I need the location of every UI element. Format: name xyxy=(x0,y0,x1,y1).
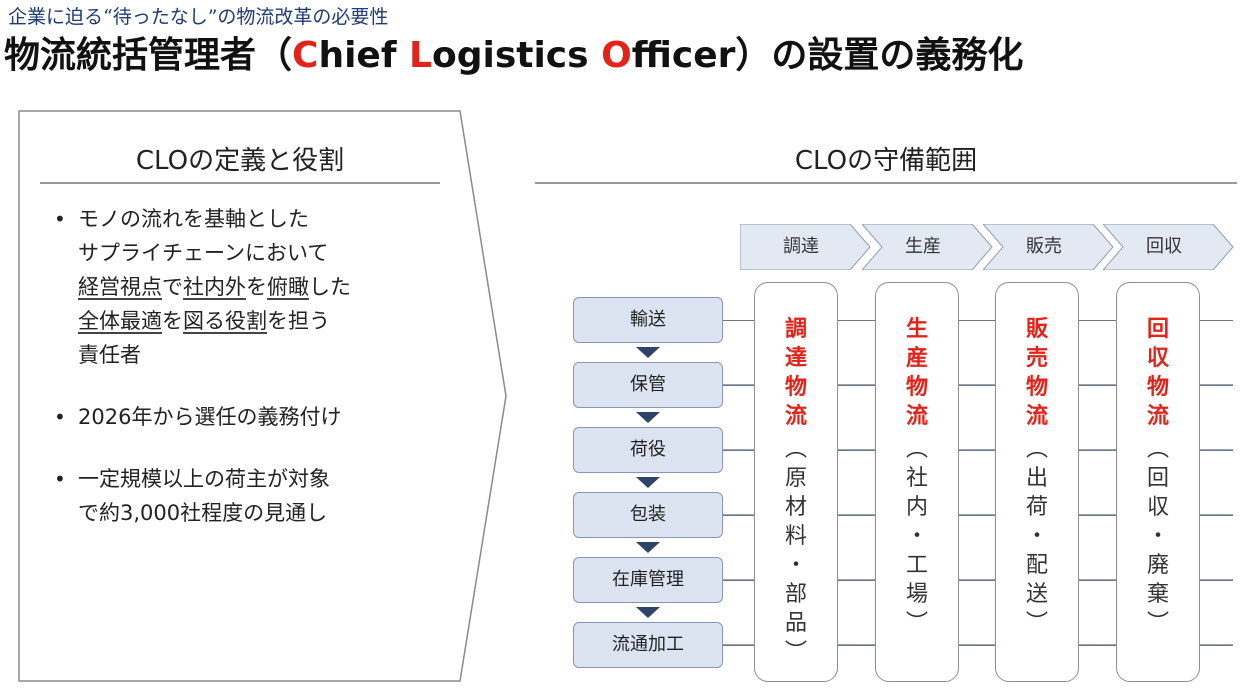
column-title: 生産物流 xyxy=(905,317,928,429)
column-detail: ︵出荷・配送︶ xyxy=(1025,437,1048,636)
bullet-role-line3: 経営視点で社内外を俯瞰した xyxy=(78,270,468,304)
grid-line xyxy=(723,449,1233,450)
emphasis-total-optimization: 全体最適 xyxy=(78,309,162,333)
grid-line xyxy=(723,514,1233,515)
bullet-role-line4: 全体最適を図る役割を担う xyxy=(78,304,468,338)
grid-line xyxy=(723,580,1233,581)
column-detail: ︵回収・廃棄︶ xyxy=(1146,437,1169,636)
page-subtitle: 企業に迫る“待ったなし”の物流改革の必要性 xyxy=(8,6,389,28)
bullet-role: モノの流れを基軸とした サプライチェーンにおいて 経営視点で社内外を俯瞰した 全… xyxy=(48,202,468,372)
title-word-hief: hief xyxy=(318,35,410,76)
stage-label: 調達 xyxy=(783,236,819,257)
text-wo2: を xyxy=(162,309,183,333)
flow-down-arrow-icon xyxy=(636,542,660,553)
function-box: 保管 xyxy=(573,362,723,408)
bullet-role-line1: モノの流れを基軸とした xyxy=(78,207,309,231)
stage-chevron: 生産 xyxy=(862,224,994,270)
flow-down-arrow-icon xyxy=(636,347,660,358)
text-shita: した xyxy=(309,275,351,299)
column-title: 回収物流 xyxy=(1146,317,1169,429)
text-de: で xyxy=(162,275,183,299)
grid-line xyxy=(723,579,1233,580)
column-title: 調達物流 xyxy=(784,317,807,429)
stage-chevron: 回収 xyxy=(1103,224,1235,270)
bullet-scope-line1: 一定規模以上の荷主が対象 xyxy=(78,467,330,491)
title-prefix: 物流統括管理者（ xyxy=(4,35,293,76)
function-box: 流通加工 xyxy=(573,622,723,668)
logistics-column: 生産物流 ︵社内・工場︶ xyxy=(875,282,959,682)
text-ninau: を担う xyxy=(267,309,330,333)
emphasis-overview: 俯瞰 xyxy=(267,275,309,299)
emphasis-inside-outside: 社内外 xyxy=(183,275,246,299)
stage-chevron: 調達 xyxy=(740,224,872,270)
title-word-ogistics: ogistics xyxy=(431,35,602,76)
stage-label: 販売 xyxy=(1026,236,1062,257)
page-title: 物流統括管理者（Chief Logistics Officer）の設置の義務化 xyxy=(4,26,1023,78)
logistics-column: 販売物流 ︵出荷・配送︶ xyxy=(995,282,1079,682)
title-letter-l: L xyxy=(409,35,432,76)
definition-bullet-list: モノの流れを基軸とした サプライチェーンにおいて 経営視点で社内外を俯瞰した 全… xyxy=(48,202,468,558)
column-detail: ︵社内・工場︶ xyxy=(905,437,928,636)
grid-line xyxy=(723,450,1233,451)
grid-line xyxy=(723,385,1233,386)
title-suffix: ）の設置の義務化 xyxy=(735,35,1024,76)
column-detail: ︵原材料・部品︶ xyxy=(784,437,807,665)
column-title: 販売物流 xyxy=(1025,317,1048,429)
emphasis-role: 図る役割 xyxy=(183,309,267,333)
grid-line xyxy=(723,384,1233,385)
bullet-scope: 一定規模以上の荷主が対象 で約3,000社程度の見通し xyxy=(48,462,468,530)
stage-label: 生産 xyxy=(905,236,941,257)
logistics-column: 調達物流 ︵原材料・部品︶ xyxy=(754,282,838,682)
heading-divider xyxy=(40,182,440,184)
stage-label: 回収 xyxy=(1146,236,1182,257)
emphasis-management-view: 経営視点 xyxy=(78,275,162,299)
clo-scope-heading: CLOの守備範囲 xyxy=(794,146,978,176)
clo-definition-panel: CLOの定義と役割 モノの流れを基軸とした サプライチェーンにおいて 経営視点で… xyxy=(18,110,508,682)
flow-down-arrow-icon xyxy=(636,412,660,423)
grid-line xyxy=(723,645,1233,646)
stage-chevron: 販売 xyxy=(983,224,1115,270)
flow-down-arrow-icon xyxy=(636,477,660,488)
grid-line xyxy=(723,644,1233,645)
bullet-mandate: 2026年から選任の義務付け xyxy=(48,400,468,434)
clo-definition-heading: CLOの定義と役割 xyxy=(135,146,345,176)
title-letter-c: C xyxy=(292,35,319,76)
function-box: 包装 xyxy=(573,492,723,538)
bullet-role-line5: 責任者 xyxy=(78,343,141,367)
function-box: 荷役 xyxy=(573,427,723,473)
bullet-scope-line2: で約3,000社程度の見通し xyxy=(78,501,328,525)
title-word-fficer: fficer xyxy=(631,35,736,76)
grid-line xyxy=(723,320,1233,321)
bullet-role-line2: サプライチェーンにおいて xyxy=(78,241,329,265)
grid-line xyxy=(723,515,1233,516)
flow-down-arrow-icon xyxy=(636,607,660,618)
function-box: 在庫管理 xyxy=(573,557,723,603)
bullet-mandate-text: 2026年から選任の義務付け xyxy=(78,405,342,429)
scope-heading-divider xyxy=(535,182,1237,184)
logistics-column: 回収物流 ︵回収・廃棄︶ xyxy=(1116,282,1200,682)
text-wo: を xyxy=(246,275,267,299)
function-box: 輸送 xyxy=(573,297,723,343)
title-letter-o: O xyxy=(601,35,632,76)
